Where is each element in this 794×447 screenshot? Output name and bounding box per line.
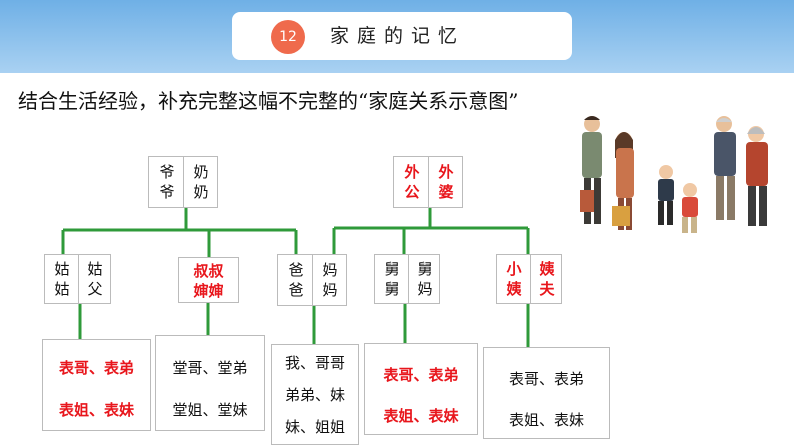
family-greeting-illustration xyxy=(580,116,768,233)
aunt-uncle-box-4: 小 姨 姨 夫 xyxy=(496,254,562,304)
children-line: 堂哥、堂弟 xyxy=(172,359,248,377)
children-line: 弟弟、妹 xyxy=(284,386,345,404)
children-line: 妹、姐姐 xyxy=(284,418,345,436)
children-line: 表哥、表弟 xyxy=(383,366,459,384)
aunt-uncle-box-2: 叔叔 婶婶 xyxy=(178,257,239,303)
children-box-5: 表哥、表弟 表姐、表妹 xyxy=(483,347,610,439)
mom-label: 妈 妈 xyxy=(322,261,338,299)
grandma-label: 奶 奶 xyxy=(193,163,209,201)
maternal-uncle-wife-label: 舅 妈 xyxy=(417,260,433,298)
parents-box: 爸 爸 妈 妈 xyxy=(277,254,347,306)
children-line: 表哥、表弟 xyxy=(58,359,134,377)
children-box-4: 表哥、表弟 表姐、表妹 xyxy=(364,343,478,435)
aunt-label: 姑 姑 xyxy=(54,260,70,298)
maternal-aunt-husband-label: 姨 夫 xyxy=(539,260,555,298)
children-box-3: 我、哥哥 弟弟、妹 妹、姐姐 xyxy=(271,344,359,445)
children-box-1: 表哥、表弟 表姐、表妹 xyxy=(42,339,151,431)
maternal-aunt-label: 小 姨 xyxy=(506,260,522,298)
lesson-number-badge: 12 xyxy=(271,20,305,54)
children-box-2: 堂哥、堂弟 堂姐、堂妹 xyxy=(155,335,265,431)
lesson-title: 家庭的记忆 xyxy=(330,25,466,47)
children-line: 堂姐、堂妹 xyxy=(172,401,248,419)
maternal-uncle-label: 舅 舅 xyxy=(384,260,400,298)
grandpa-label: 爷 爷 xyxy=(159,163,175,201)
maternal-grandpa-label: 外 公 xyxy=(404,163,420,201)
dad-label: 爸 爸 xyxy=(288,261,304,299)
children-line: 表姐、表妹 xyxy=(383,407,459,425)
children-line: 我、哥哥 xyxy=(284,354,345,372)
aunt-husband-label: 姑 父 xyxy=(87,260,103,298)
children-line: 表姐、表妹 xyxy=(58,401,134,419)
children-line: 表哥、表弟 xyxy=(508,370,584,388)
maternal-grandparents-box: 外 公 外 婆 xyxy=(393,156,463,208)
aunt-uncle-box-1: 姑 姑 姑 父 xyxy=(44,254,111,304)
uncle-aunt-box-3: 舅 舅 舅 妈 xyxy=(374,254,440,304)
instruction-text: 结合生活经验，补充完整这幅不完整的“家庭关系示意图” xyxy=(18,89,519,113)
uncle-aunt-label: 叔叔 婶婶 xyxy=(193,262,224,300)
paternal-grandparents-box: 爷 爷 奶 奶 xyxy=(148,156,218,208)
children-line: 表姐、表妹 xyxy=(508,411,584,429)
maternal-grandma-label: 外 婆 xyxy=(438,163,454,201)
